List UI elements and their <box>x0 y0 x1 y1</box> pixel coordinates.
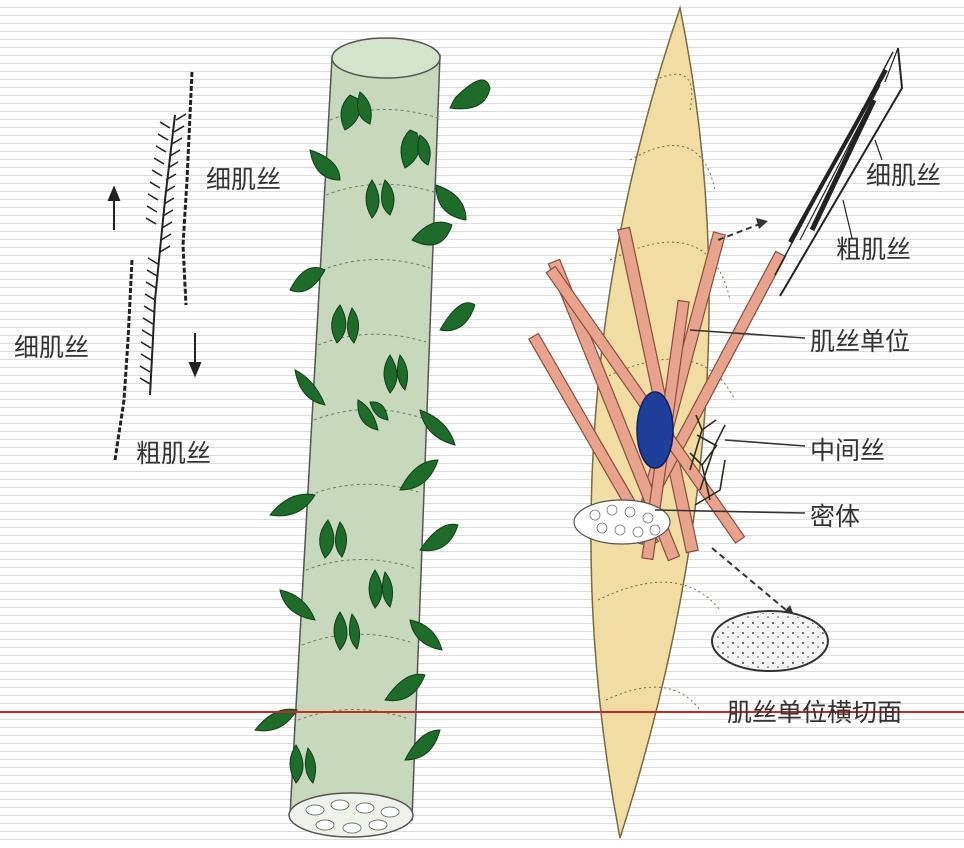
thick-filament-line <box>150 115 175 395</box>
filament-schematic <box>109 72 200 460</box>
label-myofilament-unit-cross-section: 肌丝单位横切面 <box>727 693 902 729</box>
dense-body-disc <box>574 500 670 544</box>
label-thin-filament-left-top: 细肌丝 <box>206 160 281 196</box>
fiber-top-cap <box>332 38 440 78</box>
label-myofilament-unit: 肌丝单位 <box>810 322 910 358</box>
label-thick-filament-right: 粗肌丝 <box>836 230 911 266</box>
thin-filament-line-upper <box>183 72 192 305</box>
label-thin-filament-left-mid: 细肌丝 <box>14 328 89 364</box>
label-dense-body: 密体 <box>810 497 860 533</box>
direction-arrows <box>109 188 200 375</box>
myofilament-cross-section <box>712 611 828 671</box>
label-intermediate-filament: 中间丝 <box>810 431 885 467</box>
myosin-heads <box>140 114 186 384</box>
arrow-to-cross-section <box>712 548 792 615</box>
label-thin-filament-right: 细肌丝 <box>866 156 941 192</box>
thin-filament-line-lower <box>115 260 132 460</box>
label-thick-filament-left: 粗肌丝 <box>136 434 211 470</box>
muscle-fiber-cylinder <box>255 38 490 837</box>
fiber-body <box>290 43 440 835</box>
nucleus <box>637 392 673 468</box>
